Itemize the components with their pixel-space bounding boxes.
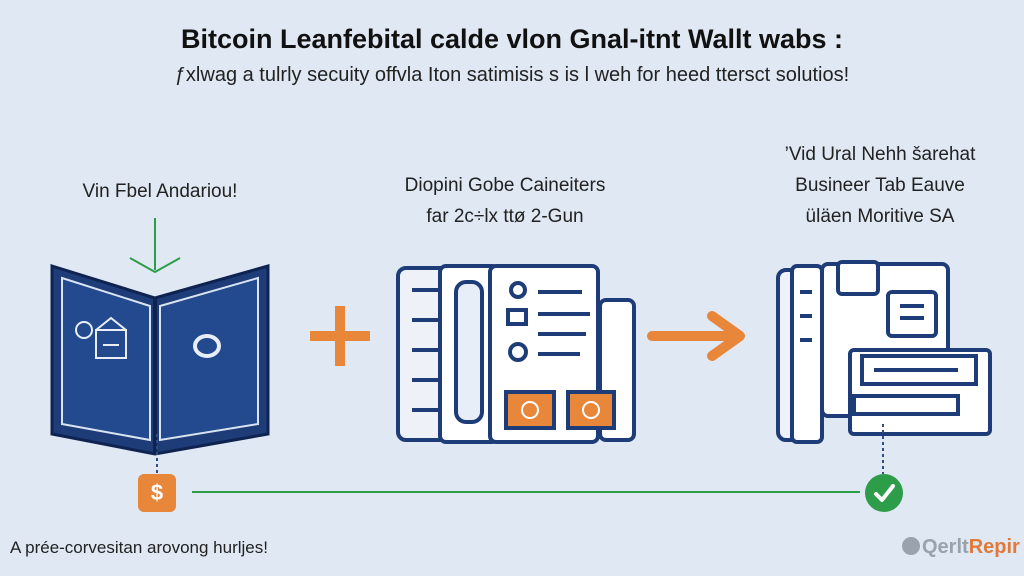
brand-gear-icon bbox=[902, 537, 920, 555]
step-middle-label-line1: Diopini Gobe Caineiters bbox=[404, 175, 606, 196]
folder-card-icon bbox=[776, 260, 992, 444]
step-left-label: Vin Fbel Andariou! bbox=[40, 176, 280, 207]
step-middle-label-line2: far 2c÷lx ttø 2-Gun bbox=[426, 206, 584, 227]
step-right-label-line1: ’Vid Ural Nehh šarehat bbox=[784, 144, 976, 165]
step-right-label-line3: üläen Moritive SA bbox=[805, 206, 955, 227]
step-left-label-line: Vin Fbel Andariou! bbox=[82, 181, 238, 202]
step-right-label: ’Vid Ural Nehh šarehat Busineer Tab Eauv… bbox=[740, 139, 1020, 232]
documents-icon bbox=[396, 264, 636, 444]
brand-logo: QerltRepir bbox=[902, 536, 1020, 559]
plus-icon bbox=[310, 306, 370, 366]
brand-suffix: Repir bbox=[968, 536, 1020, 558]
wallet-icon bbox=[50, 263, 270, 456]
check-badge-icon bbox=[865, 474, 903, 512]
check-icon bbox=[874, 484, 895, 502]
page-subtitle: ƒxlwag a tulrly secuity offvla Iton sati… bbox=[174, 64, 850, 86]
brand-prefix: Qerlt bbox=[922, 536, 969, 558]
step-right-label-line2: Busineer Tab Eauve bbox=[795, 175, 965, 196]
dollar-badge-icon: $ bbox=[138, 474, 176, 512]
step-middle-label: Diopini Gobe Caineiters far 2c÷lx ttø 2-… bbox=[360, 170, 650, 232]
footer-text: A prée-corvesitan arovong hurljes! bbox=[10, 538, 268, 557]
down-arrow-small-icon bbox=[129, 218, 181, 274]
page-title: Bitcoin Leanfebital calde vlon Gnal-itnt… bbox=[180, 24, 844, 54]
arrow-right-icon bbox=[647, 311, 745, 361]
